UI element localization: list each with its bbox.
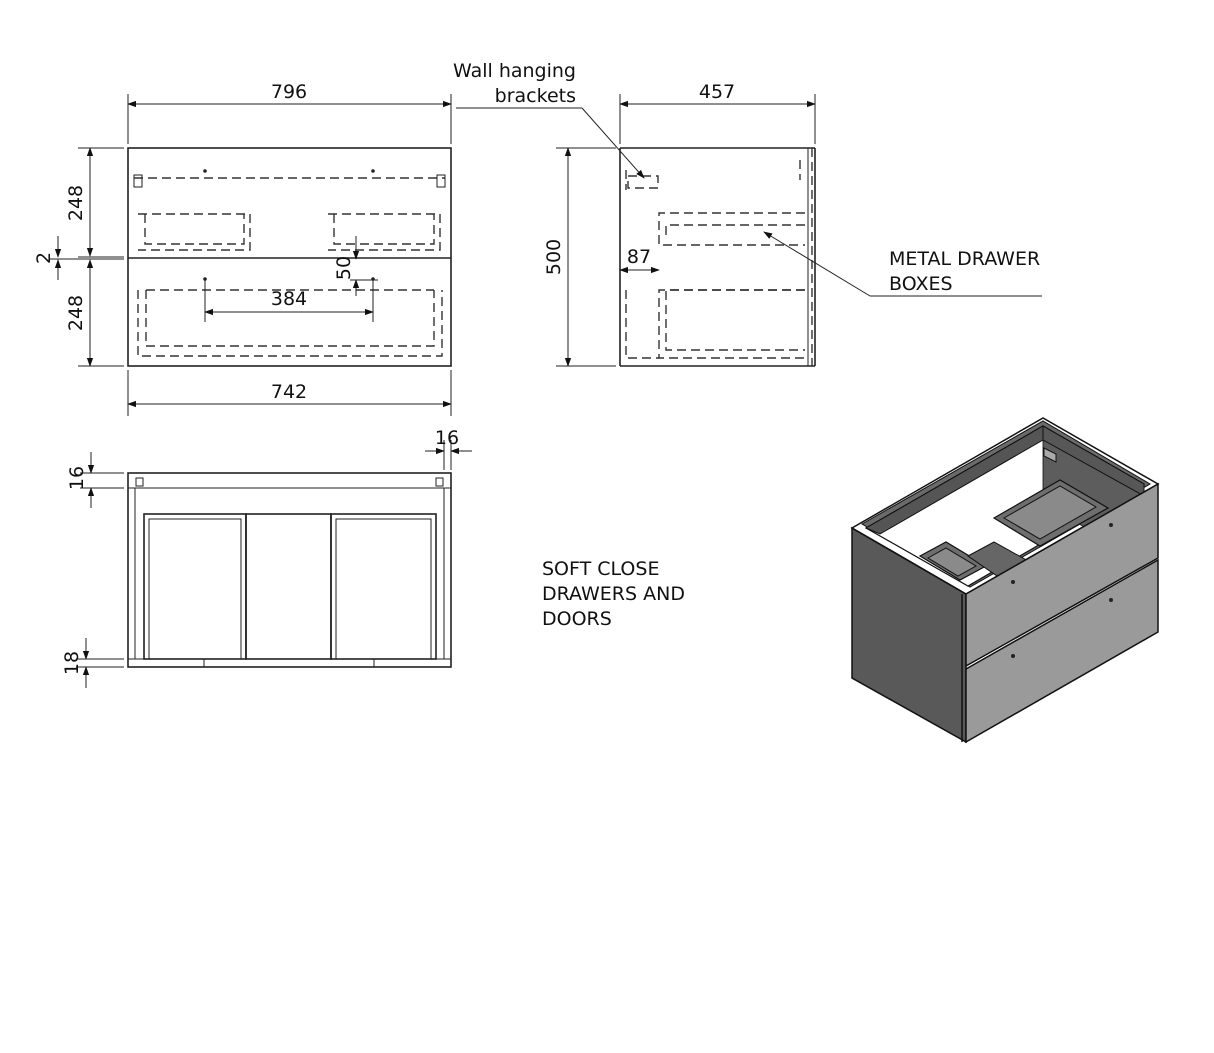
dim-front-gap: 2 xyxy=(33,252,55,264)
front-view xyxy=(127,147,452,367)
dim-plan-bottom-thickness: 18 xyxy=(61,651,83,675)
dim-handle-spacing: 384 xyxy=(271,288,307,310)
dim-side-height: 500 xyxy=(543,239,565,275)
plan-dimensions: 16 16 18 xyxy=(61,427,472,688)
side-view xyxy=(619,147,816,367)
note-soft-close-1: SOFT CLOSE xyxy=(542,558,659,580)
dim-front-bottom-width: 742 xyxy=(271,381,307,403)
isometric-cabinet-view xyxy=(850,417,1160,744)
annotations: Wall hanging brackets METAL DRAWER BOXES… xyxy=(453,60,1042,630)
plan-view xyxy=(127,472,452,668)
dim-front-upper-height: 248 xyxy=(65,185,87,221)
dim-drawer-inset: 87 xyxy=(627,246,651,268)
dim-handle-offset: 50 xyxy=(333,256,355,280)
note-soft-close-3: DOORS xyxy=(542,608,612,630)
note-wall-brackets-2: brackets xyxy=(495,85,576,107)
note-metal-boxes-2: BOXES xyxy=(889,273,953,295)
front-outline xyxy=(127,147,452,367)
dim-plan-panel-width: 16 xyxy=(435,427,459,449)
note-wall-brackets-1: Wall hanging xyxy=(453,60,576,82)
note-metal-boxes-1: METAL DRAWER xyxy=(889,248,1040,270)
dim-plan-top-thickness: 16 xyxy=(66,466,88,490)
note-soft-close-2: DRAWERS AND xyxy=(542,583,685,605)
side-dimensions: 457 500 87 xyxy=(543,81,816,367)
dim-front-top-width: 796 xyxy=(271,81,307,103)
dim-front-lower-height: 248 xyxy=(65,295,87,331)
dim-side-depth: 457 xyxy=(699,81,735,103)
front-dimensions: 796 742 248 248 2 50 384 xyxy=(33,81,452,416)
